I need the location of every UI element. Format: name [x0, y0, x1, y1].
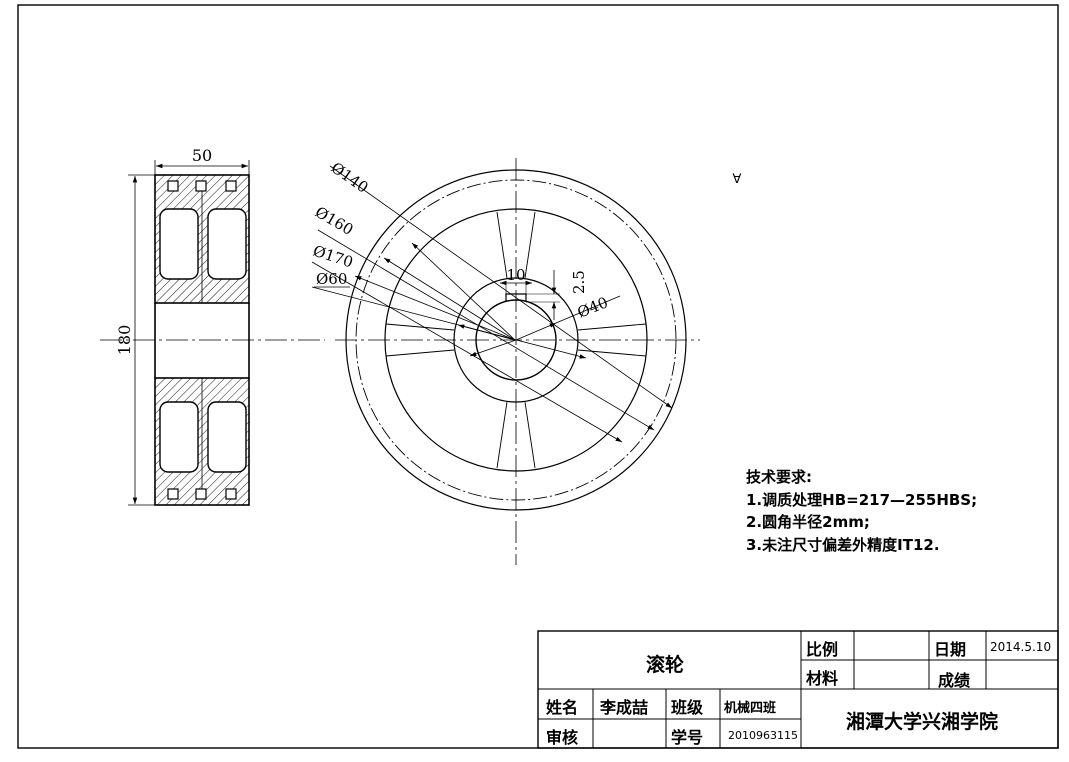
tech-req-item: 2.圆角半径2mm; — [746, 513, 870, 531]
dim-dia-140: Ø140 — [328, 159, 372, 197]
section-view — [100, 160, 325, 506]
review-label: 审核 — [546, 728, 579, 747]
scale-label: 比例 — [806, 640, 839, 659]
dim-key-width: 10 — [506, 266, 525, 284]
surface-finish-symbol: ∀ — [733, 172, 742, 187]
student-id-value: 2010963115 — [728, 729, 798, 742]
class-label: 班级 — [671, 698, 704, 717]
school-name: 湘潭大学兴湘学院 — [846, 711, 999, 733]
technical-requirements: 技术要求: 1.调质处理HB=217—255HBS; 2.圆角半径2mm; 3.… — [746, 466, 977, 556]
date-value: 2014.5.10 — [990, 640, 1052, 654]
title-block-grid — [537, 630, 1059, 749]
dim-key-depth: 2.5 — [570, 270, 588, 294]
dim-dia-60: Ø60 — [316, 270, 347, 288]
outer-circle — [345, 169, 687, 511]
name-label: 姓名 — [546, 698, 579, 717]
grade-label: 成绩 — [938, 671, 971, 690]
dim-height-180: 180 — [115, 325, 134, 356]
class-value: 机械四班 — [724, 701, 777, 716]
dim-dia-160: Ø160 — [312, 203, 356, 239]
dim-dia-40: Ø40 — [575, 293, 611, 321]
date-label: 日期 — [934, 640, 967, 659]
tech-req-title: 技术要求: — [746, 468, 812, 486]
name-value: 李成喆 — [600, 698, 649, 717]
dim-width-50: 50 — [192, 146, 212, 165]
tech-req-item: 1.调质处理HB=217—255HBS; — [746, 490, 978, 509]
dim-dia-170: Ø170 — [311, 242, 355, 272]
student-id-label: 学号 — [671, 728, 704, 747]
material-label: 材料 — [806, 669, 839, 688]
front-view — [311, 158, 700, 565]
tech-req-item: 3.未注尺寸偏差外精度IT12. — [746, 535, 940, 554]
part-name: 滚轮 — [646, 654, 685, 676]
